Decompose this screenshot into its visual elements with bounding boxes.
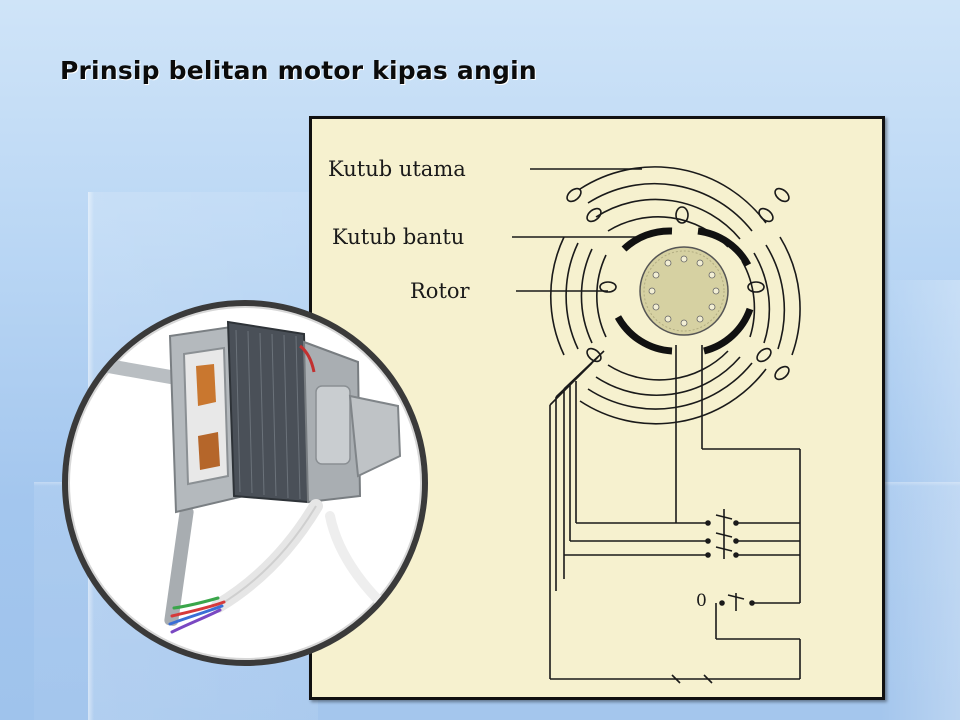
rotor-label: Rotor (410, 279, 470, 303)
label-leader-lines (512, 168, 642, 292)
fan-motor-photo (62, 300, 428, 666)
coil-terminal-loops (566, 187, 790, 381)
winding-diagram-drawing (512, 166, 801, 684)
background-glow-right (880, 280, 960, 720)
switch-off-label: 0 (696, 591, 707, 611)
aux-pole-windings (614, 227, 754, 355)
circuit-wiring (549, 345, 801, 684)
main-pole-label: Kutub utama (328, 157, 466, 181)
rotor-drawing (639, 246, 729, 336)
aux-pole-label: Kutub bantu (332, 225, 465, 249)
fan-motor-illustration (88, 320, 413, 634)
main-pole-windings (550, 166, 801, 425)
slide-title: Prinsip belitan motor kipas angin (60, 56, 537, 85)
